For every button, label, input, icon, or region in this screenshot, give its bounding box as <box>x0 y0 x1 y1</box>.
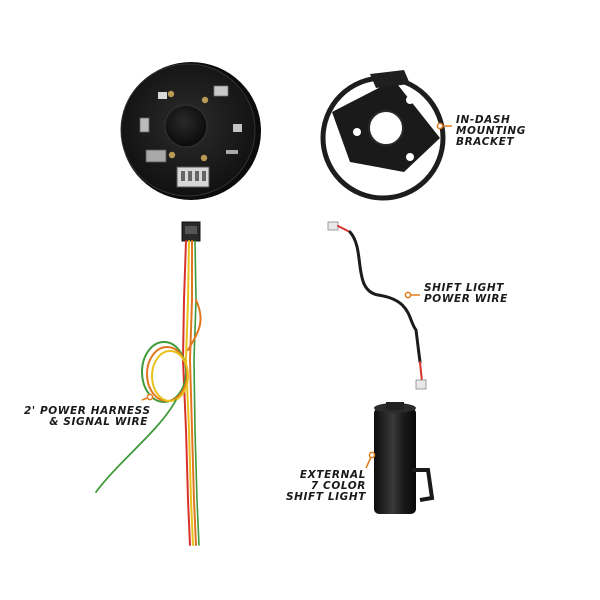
mounting-bracket-icon <box>320 70 446 201</box>
wire-harness-icon <box>95 221 202 546</box>
harness-label: 2' POWER HARNESS & SIGNAL WIRE <box>24 405 151 428</box>
power-wire-icon <box>327 221 427 390</box>
gauge-back-icon <box>120 62 261 200</box>
shift-wire-label: SHIFT LIGHT POWER WIRE <box>424 282 508 305</box>
shift-light-label: EXTERNAL 7 COLOR SHIFT LIGHT <box>285 469 366 503</box>
callout-markers <box>141 122 452 469</box>
shift-light-icon <box>374 402 435 514</box>
bracket-label: IN-DASH MOUNTING BRACKET <box>456 114 526 148</box>
